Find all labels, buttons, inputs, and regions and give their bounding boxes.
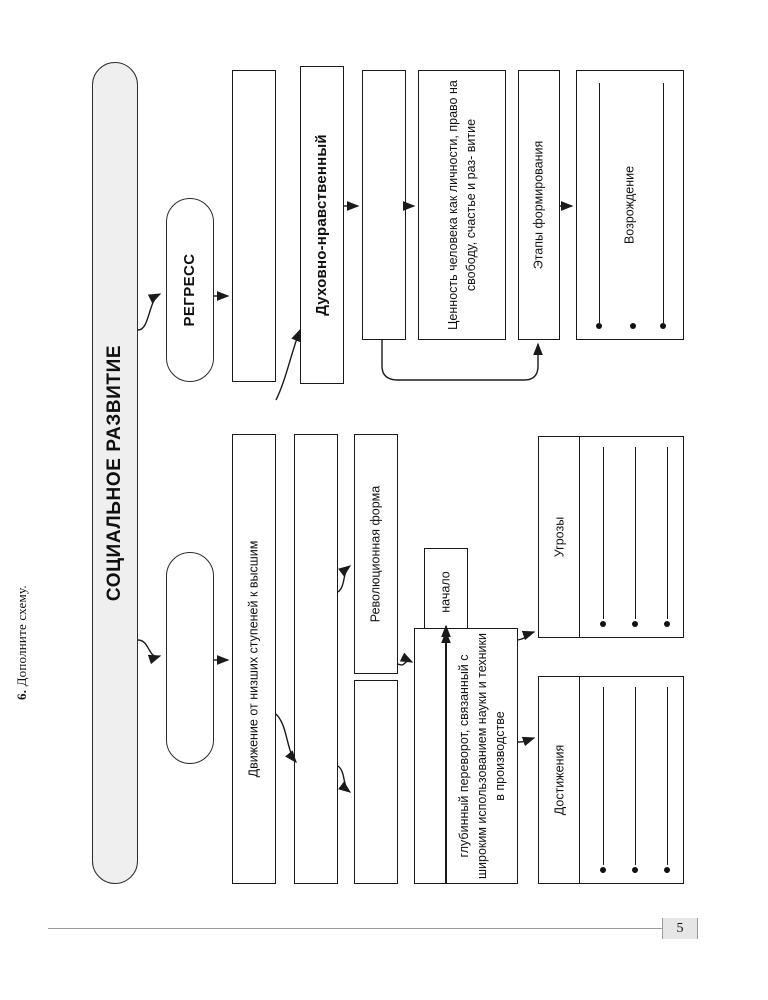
criterion-spiritual-label: Духовно-нравственный <box>312 134 330 316</box>
form-blank-box[interactable] <box>354 680 398 884</box>
stages-label-box: Этапы формирования <box>518 70 560 340</box>
exercise-prompt: 6. Дополните схему. <box>14 480 38 700</box>
result-achievements-line-2[interactable] <box>635 687 637 865</box>
result-threats-line-1[interactable] <box>603 447 605 619</box>
start-label: начало <box>438 571 453 613</box>
form-revolutionary-label: Революционная форма <box>368 485 383 623</box>
arrow-blank-to-revolutionary <box>337 565 352 593</box>
result-achievements-box: Достижения <box>538 676 684 884</box>
result-threats-line-2[interactable] <box>635 447 637 619</box>
stage-renaissance-line-3[interactable] <box>663 83 665 323</box>
criterion-detail-text: Ценность человека как личности, право на… <box>445 80 478 330</box>
arrow-to-achievements <box>517 736 536 747</box>
stages-label: Этапы формирования <box>531 140 546 270</box>
exercise-instruction: Дополните схему. <box>14 585 29 687</box>
regress-pill: РЕГРЕСС <box>166 198 214 382</box>
result-threats-box: Угрозы <box>538 436 684 638</box>
upper-blank-box[interactable] <box>362 70 406 340</box>
stage-renaissance-bullet-1 <box>596 323 602 329</box>
result-achievements-line-3[interactable] <box>667 687 669 865</box>
arrow-blank-to-evolutionary <box>337 765 352 793</box>
arrow-to-threats <box>517 630 536 641</box>
arrow-revolutionary-to-definition <box>397 652 414 666</box>
result-achievements-divider <box>579 676 581 884</box>
arrow-title-to-regress <box>137 293 162 331</box>
result-threats-divider <box>579 436 581 638</box>
stage-renaissance-line-1[interactable] <box>599 83 601 323</box>
result-threats-line-3[interactable] <box>667 447 669 619</box>
progress-definition-box: Движение от низших ступеней к высшим <box>232 434 276 884</box>
diagram-title: СОЦИАЛЬНОЕ РАЗВИТИЕ <box>104 344 126 602</box>
result-achievements-label: Достижения <box>552 744 567 816</box>
result-achievements-bullet-2 <box>632 867 638 873</box>
revolution-definition-text: глубинный переворот, связанный с широким… <box>456 633 508 880</box>
arrow-definition-to-blank <box>275 713 297 764</box>
progress-pill[interactable] <box>166 552 214 764</box>
page-footer: 5 <box>48 918 720 940</box>
result-threats-bullet-1 <box>600 621 606 627</box>
form-revolutionary-box: Революционная форма <box>354 434 398 674</box>
footer-rule <box>48 928 680 929</box>
criterion-spiritual-box: Духовно-нравственный <box>300 66 344 384</box>
result-threats-bullet-2 <box>632 621 638 627</box>
regress-label: РЕГРЕСС <box>180 253 198 327</box>
stage-renaissance-bullet-3 <box>660 323 666 329</box>
stage-renaissance-label: Возрождение <box>622 165 637 245</box>
result-threats-label: Угрозы <box>552 516 567 558</box>
arrow-blank-to-spiritual <box>275 328 301 401</box>
arrow-title-to-progress <box>137 639 162 665</box>
result-achievements-bullet-3 <box>664 867 670 873</box>
stage-renaissance-bullet-2 <box>630 323 636 329</box>
page-number: 5 <box>662 918 698 939</box>
stage-renaissance-box: Возрождение <box>576 70 684 340</box>
result-achievements-line-1[interactable] <box>603 687 605 865</box>
criterion-detail-box: Ценность человека как личности, право на… <box>418 70 506 340</box>
exercise-number: 6. <box>14 689 29 700</box>
start-label-box: начало <box>424 548 468 636</box>
result-threats-bullet-3 <box>664 621 670 627</box>
arrow-loop-to-stages <box>381 340 543 381</box>
revolution-blank-strip[interactable] <box>414 628 446 884</box>
lower-blank-box-tall[interactable] <box>294 434 338 884</box>
regress-blank-box[interactable] <box>232 70 276 382</box>
result-achievements-bullet-1 <box>600 867 606 873</box>
revolution-definition-box: глубинный переворот, связанный с широким… <box>446 628 518 884</box>
progress-definition-text: Движение от низших ступеней к высшим <box>246 540 261 778</box>
diagram-title-pill: СОЦИАЛЬНОЕ РАЗВИТИЕ <box>92 62 138 884</box>
